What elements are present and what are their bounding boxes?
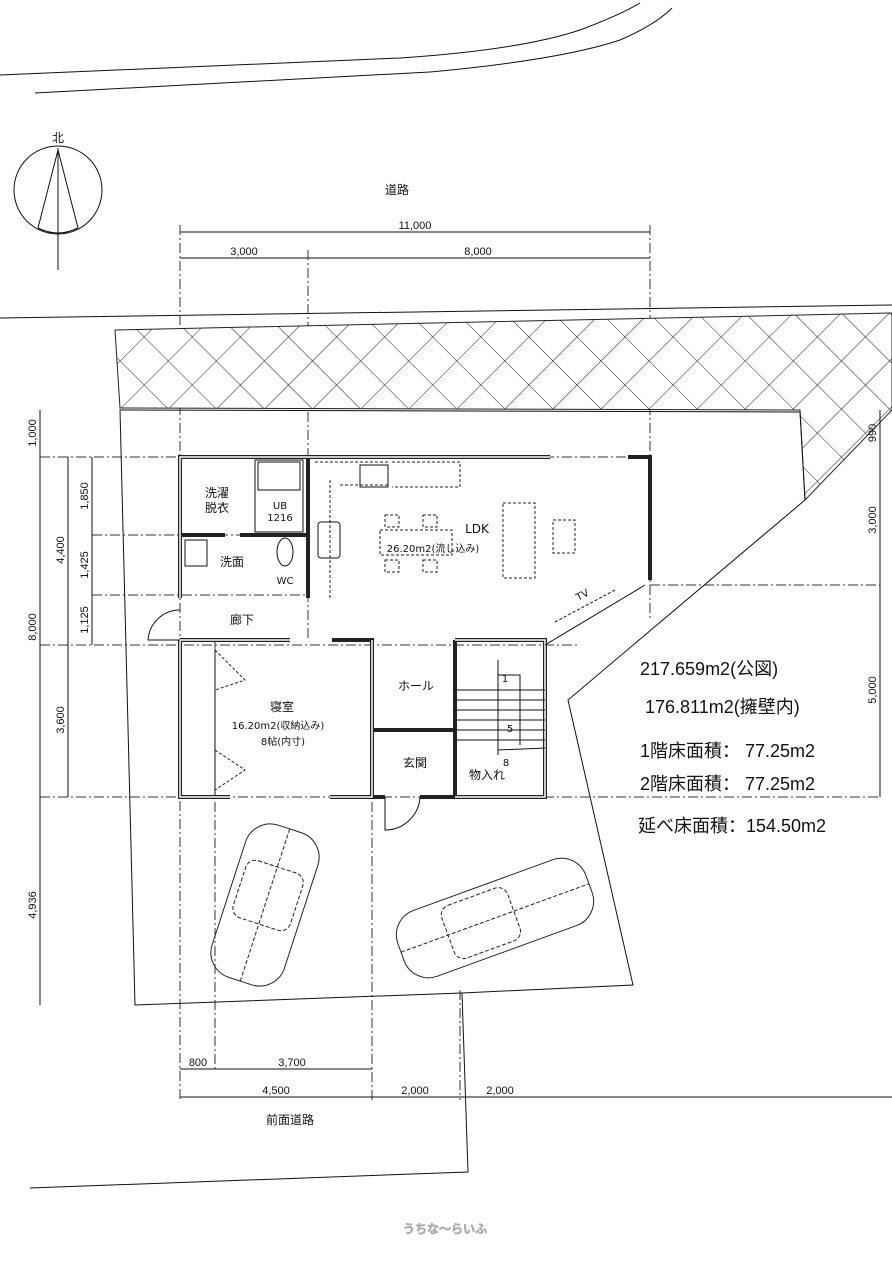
dim-bottom-e: 2,000 <box>486 1085 514 1097</box>
label-laundry-2: 脱衣 <box>205 500 229 515</box>
label-ub: UB <box>273 501 287 512</box>
label-tv: TV <box>574 588 592 604</box>
total-floor-area: 延べ床面積：154.50m2 <box>638 816 826 836</box>
road-front-label: 前面道路 <box>266 1112 314 1127</box>
dim-bottom-d: 2,000 <box>401 1085 429 1097</box>
label-ub-size: 1216 <box>267 513 292 524</box>
dim-left-upper: 4,400 <box>55 536 67 564</box>
dim-left-total: 8,000 <box>27 613 39 641</box>
label-corridor: 廊下 <box>230 612 254 627</box>
top-dimensions: 11,000 3,000 8,000 <box>180 220 650 259</box>
road-top-label: 道路 <box>385 182 409 197</box>
walls <box>147 455 652 831</box>
top-road-lines <box>0 2 892 319</box>
left-dimensions: 1,000 8,000 4,400 3,600 1,850 1,425 1,12… <box>27 410 93 1005</box>
stair-number-8: 8 <box>503 758 509 769</box>
stair-number-5: 5 <box>507 724 513 735</box>
label-ldk-area: 26.20m2(流し込み) <box>387 542 480 555</box>
dim-left-a: 1,850 <box>79 482 91 510</box>
car-right <box>395 857 595 979</box>
room-labels: 洗濯 脱衣 UB 1216 洗面 WC LDK 26.20m2(流し込み) 廊下… <box>205 486 591 782</box>
dim-top-left: 3,000 <box>230 246 258 258</box>
dim-right-top: 990 <box>867 424 879 442</box>
dim-top-right: 8,000 <box>464 246 492 258</box>
floor2-area: 2階床面積： 77.25m2 <box>640 774 815 794</box>
bottom-dimensions: 800 3,700 4,500 2,000 2,000 <box>180 1057 892 1098</box>
north-arrow-icon: 北 <box>13 131 103 270</box>
stairs <box>455 660 546 755</box>
floor1-area: 1階床面積： 77.25m2 <box>640 741 815 761</box>
right-dimensions: 990 3,000 5,000 <box>867 410 881 797</box>
car-left <box>210 823 320 987</box>
stair-number-1: 1 <box>502 674 508 685</box>
label-bedroom-tatami: 8帖(内寸) <box>261 735 305 748</box>
dim-bottom-b: 3,700 <box>278 1057 306 1069</box>
dim-left-parking: 4,936 <box>27 891 39 919</box>
retaining-wall-hatch <box>114 312 892 502</box>
watermark: うちな～らいふ <box>403 1222 487 1236</box>
label-storage: 物入れ <box>469 768 505 782</box>
dim-top-total: 11,000 <box>399 220 432 232</box>
dim-right-mid: 3,000 <box>867 506 879 534</box>
fixtures <box>184 459 576 795</box>
north-label: 北 <box>52 131 64 145</box>
label-hall: ホール <box>398 679 434 693</box>
dim-left-b: 1,425 <box>79 551 91 579</box>
bottom-road-line <box>29 992 469 1189</box>
dim-right-low: 5,000 <box>867 676 879 704</box>
site-boundary <box>119 409 806 1006</box>
dim-left-setback: 1,000 <box>27 419 39 447</box>
site-area-public: 217.659m2(公図) <box>640 659 778 679</box>
area-summary: 217.659m2(公図) 176.811m2(擁壁内) 1階床面積： 77.2… <box>638 659 826 836</box>
dim-left-lower: 3,600 <box>55 706 67 734</box>
label-bedroom: 寝室 <box>270 699 294 714</box>
site-area-retaining: 176.811m2(擁壁内) <box>645 697 800 717</box>
dim-left-c: 1,125 <box>79 606 91 634</box>
label-ldk: LDK <box>465 522 490 536</box>
label-laundry-1: 洗濯 <box>205 486 229 500</box>
label-bedroom-area: 16.20m2(収納込み) <box>232 719 325 732</box>
label-washroom: 洗面 <box>220 555 244 569</box>
dim-bottom-c: 4,500 <box>262 1085 290 1097</box>
label-entrance: 玄関 <box>403 755 427 770</box>
label-wc: WC <box>277 576 294 587</box>
dim-bottom-a: 800 <box>189 1057 207 1069</box>
